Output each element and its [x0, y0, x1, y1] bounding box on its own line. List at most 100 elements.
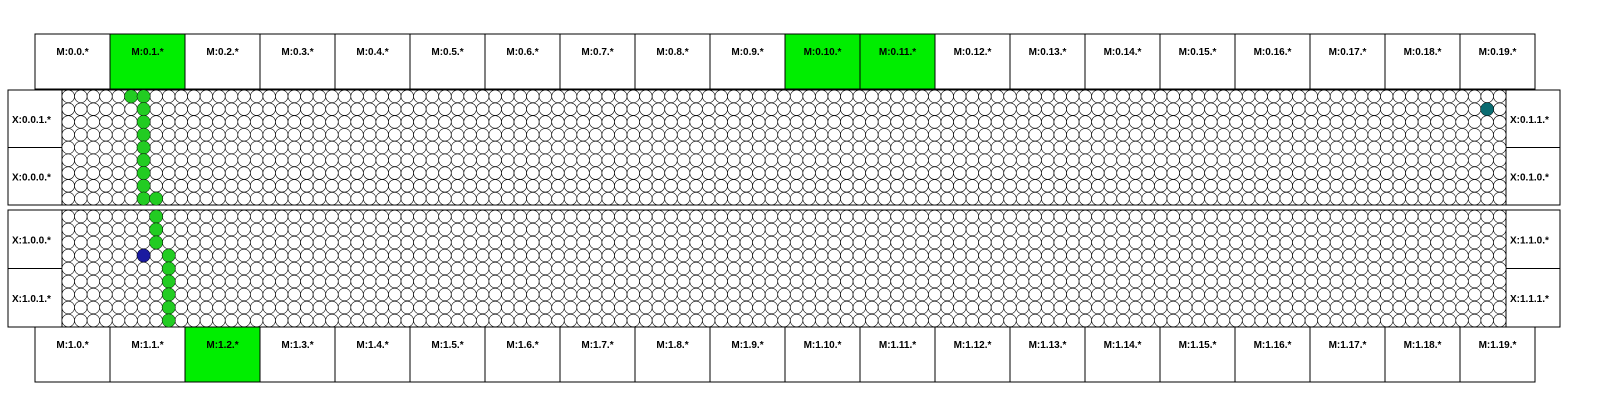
mesh-node [413, 179, 427, 193]
mesh-node [162, 89, 176, 103]
mesh-node [463, 140, 477, 155]
mesh-node [275, 128, 289, 142]
mesh-node [388, 192, 402, 206]
mesh-node [664, 300, 678, 315]
mesh-node [300, 128, 314, 142]
mesh-node [978, 166, 992, 180]
mesh-node [1304, 115, 1318, 129]
mesh-node [275, 115, 289, 129]
mesh-node [312, 248, 326, 263]
mesh-node [526, 115, 540, 129]
mesh-node [438, 102, 452, 116]
mesh-node [827, 248, 841, 263]
mesh-node [149, 300, 163, 315]
mesh-node [1041, 140, 1055, 155]
mesh-node [1204, 209, 1218, 224]
mesh-node [928, 166, 942, 180]
mesh-node [714, 89, 728, 103]
mesh-node [1417, 140, 1431, 155]
mesh-node [902, 300, 917, 315]
mesh-node [337, 192, 352, 206]
mesh-node [852, 274, 866, 289]
mesh-node [513, 261, 527, 276]
mesh-node [86, 115, 100, 129]
mesh-node [651, 248, 666, 263]
mesh-node [1066, 179, 1080, 193]
mesh-node [953, 287, 967, 302]
mesh-node [777, 300, 791, 315]
mesh-node [488, 248, 502, 263]
mesh-node [300, 140, 314, 155]
mesh-node [501, 179, 515, 193]
mesh-node [74, 179, 88, 193]
mesh-node [953, 248, 967, 263]
mesh-node [124, 209, 138, 224]
mesh-node [978, 313, 992, 328]
mesh-node [651, 287, 666, 302]
mesh-node [337, 222, 352, 237]
mesh-node [739, 89, 753, 103]
mesh-node [877, 274, 892, 289]
mesh-node [802, 287, 816, 302]
bottom-module-label: M:1.3.* [281, 340, 313, 351]
mesh-node [111, 192, 126, 206]
mesh-node [727, 274, 741, 289]
mesh-node [865, 89, 879, 103]
mesh-node [137, 209, 151, 224]
mesh-node [124, 222, 138, 237]
mesh-node [953, 313, 967, 328]
mesh-node [1028, 140, 1042, 155]
mesh-node [802, 248, 816, 263]
mesh-node [563, 235, 578, 250]
mesh-node [438, 140, 452, 155]
mesh-node [337, 128, 352, 142]
mesh-node [1405, 115, 1419, 129]
mesh-node [702, 179, 716, 193]
mesh-node [212, 128, 226, 142]
mesh-node [1028, 222, 1042, 237]
mesh-node [1480, 166, 1494, 180]
mesh-node [1292, 115, 1306, 129]
mesh-node [1028, 287, 1042, 302]
mesh-node [601, 313, 615, 328]
mesh-node [1166, 102, 1180, 116]
mesh-node [1242, 300, 1256, 315]
mesh-node [1405, 274, 1419, 289]
mesh-node [325, 153, 339, 167]
mesh-node [199, 235, 213, 250]
mesh-node [802, 166, 816, 180]
mesh-node [827, 261, 841, 276]
mesh-node [1091, 235, 1105, 250]
mesh-node [902, 274, 917, 289]
mesh-node [1242, 153, 1256, 167]
mesh-node [1279, 313, 1293, 328]
mesh-node [86, 153, 100, 167]
mesh-node [676, 128, 691, 142]
mesh-node [1129, 235, 1143, 250]
mesh-node [676, 192, 691, 206]
mesh-node [262, 274, 276, 289]
mesh-node [1242, 115, 1256, 129]
mesh-node [250, 89, 264, 103]
mesh-node [739, 222, 753, 237]
mesh-node [1242, 89, 1256, 103]
mesh-node [74, 153, 88, 167]
mesh-node [1292, 128, 1306, 142]
mesh-node [413, 248, 427, 263]
mesh-node [438, 166, 452, 180]
mesh-node [739, 102, 753, 116]
mesh-node [187, 89, 201, 103]
mesh-node [978, 261, 992, 276]
mesh-node [1103, 102, 1118, 116]
mesh-node [1342, 153, 1356, 167]
mesh-node [764, 89, 779, 103]
mesh-node [1355, 235, 1369, 250]
mesh-node [1242, 261, 1256, 276]
mesh-node [1304, 179, 1318, 193]
mesh-node [74, 140, 88, 155]
mesh-node [1229, 89, 1243, 103]
mesh-node [1191, 248, 1205, 263]
mesh-node [262, 300, 276, 315]
mesh-node [1267, 235, 1281, 250]
mesh-node [363, 248, 377, 263]
